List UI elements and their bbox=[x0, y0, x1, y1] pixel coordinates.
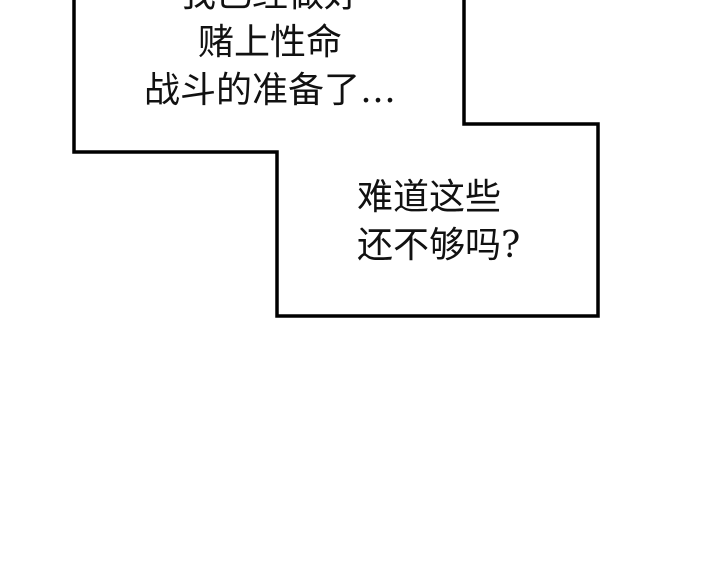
caption-line: 我已经做好 bbox=[120, 0, 420, 19]
caption-line: 难道这些 bbox=[357, 177, 502, 218]
caption-line: 还不够吗? bbox=[357, 225, 521, 266]
caption-box-1-text: 我已经做好 赌上性命 战斗的准备了… bbox=[120, 0, 420, 115]
caption-line: 战斗的准备了… bbox=[143, 70, 396, 111]
caption-box-border bbox=[72, 0, 600, 318]
caption-box-2-text: 难道这些 还不够吗? bbox=[357, 174, 520, 270]
caption-line: 赌上性命 bbox=[197, 22, 342, 63]
